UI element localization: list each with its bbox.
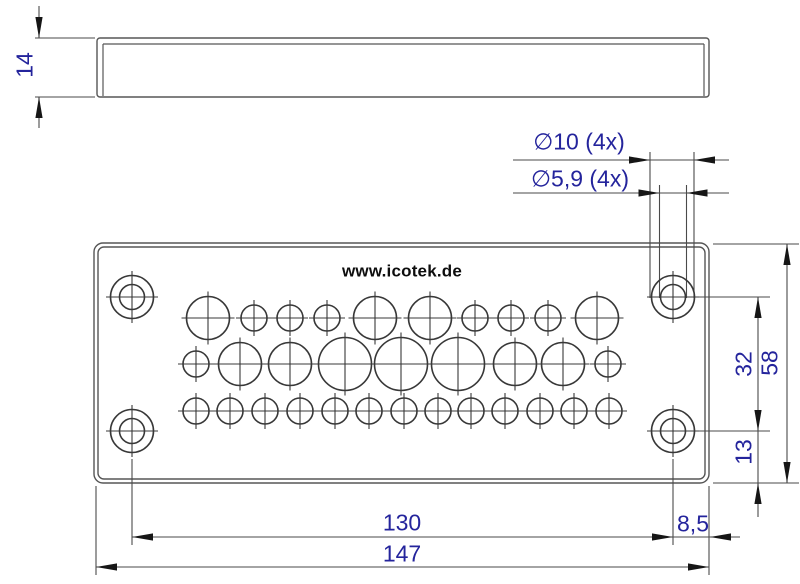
dimension-arrowhead	[686, 189, 708, 197]
dimension-arrowhead	[638, 189, 660, 197]
dimension-hole-diameter-inner: ∅5,9 (4x)	[530, 165, 630, 192]
dimension-arrowhead	[132, 533, 153, 541]
dimension-arrowhead	[754, 297, 762, 318]
dimension-hole-edge-offset-right: 8,5	[677, 510, 709, 537]
dimension-arrowhead	[652, 533, 673, 541]
plate-outline-outer	[93, 242, 710, 484]
dimension-arrowhead	[754, 483, 762, 504]
dimension-plate-height: 58	[756, 350, 783, 376]
dimension-plate-width: 147	[382, 540, 422, 567]
dimension-hole-diameter-outer: ∅10 (4x)	[533, 128, 625, 155]
dimension-hole-spacing-vertical: 32	[730, 351, 757, 377]
dimension-arrowhead	[688, 563, 709, 571]
plate-outline-inner	[97, 246, 706, 480]
dimension-arrowhead	[783, 244, 791, 265]
dimension-arrowhead	[783, 462, 791, 483]
dimension-arrowhead	[754, 410, 762, 431]
dimension-arrowhead	[629, 156, 650, 164]
dimension-hole-spacing-horizontal: 130	[382, 509, 422, 536]
dimension-arrowhead	[710, 533, 731, 541]
brand-website-text: www.icotek.de	[341, 261, 463, 281]
dimension-hole-edge-offset: 13	[730, 439, 757, 465]
dimension-arrowhead	[96, 563, 117, 571]
dimension-arrowhead	[35, 97, 43, 118]
dimension-arrowhead	[35, 17, 43, 38]
dimension-arrowhead	[694, 156, 715, 164]
side-view-outline	[96, 37, 710, 98]
dimension-thickness: 14	[11, 52, 38, 78]
